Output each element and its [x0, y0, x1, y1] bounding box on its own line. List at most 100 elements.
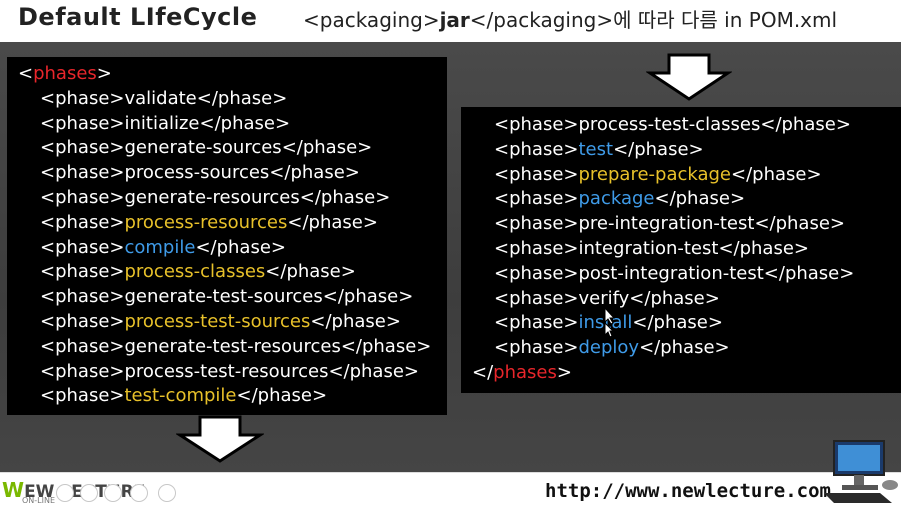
phase-open-tag: <phase>: [40, 236, 125, 258]
down-arrow-icon-bottom: [176, 415, 264, 463]
phase-open-tag: <phase>: [40, 137, 125, 159]
phase-close-tag: </phase>: [763, 262, 855, 284]
phase-open-tag: <phase>: [494, 188, 579, 210]
phases-close-name: phases: [493, 362, 557, 383]
slide-header: Default LIfeCycle <packaging>jar</packag…: [0, 0, 901, 42]
phase-line: <phase>generate-sources</phase>: [40, 136, 372, 161]
phase-open-tag: <phase>: [40, 311, 125, 332]
phases-code-left: <phases><phase>validate</phase><phase>in…: [7, 57, 447, 415]
phase-open-tag: <phase>: [494, 262, 579, 284]
phase-line: <phase>compile</phase>: [40, 236, 286, 261]
phase-open-tag: <phase>: [494, 114, 579, 135]
phase-line: <phase>verify</phase>: [494, 287, 720, 312]
phase-name: process-resources: [124, 211, 288, 233]
phases-close-line: </phases>: [472, 361, 572, 386]
phase-name: package: [578, 188, 655, 210]
mouse-cursor-icon-2: [604, 322, 614, 338]
phase-name: integration-test: [578, 238, 719, 259]
phase-line: <phase>generate-test-resources</phase>: [40, 335, 431, 360]
phase-name: process-test-sources: [124, 311, 311, 332]
down-arrow-icon-top: [646, 53, 732, 101]
menu-control-icon[interactable]: [130, 484, 148, 502]
phase-line: <phase>deploy</phase>: [494, 336, 730, 361]
computer-icon: [824, 440, 898, 503]
phase-close-tag: </phase>: [731, 163, 822, 185]
phase-name: deploy: [578, 337, 640, 359]
phase-open-tag: <phase>: [494, 138, 579, 160]
logo-w: W: [2, 478, 25, 502]
mouse-cursor-icon: [604, 307, 616, 325]
phase-close-tag: </phase>: [632, 312, 723, 334]
phase-name: validate: [124, 87, 197, 109]
phase-close-tag: </phase>: [718, 238, 809, 259]
phase-name: process-test-classes: [578, 114, 761, 135]
phase-name: generate-resources: [124, 187, 300, 208]
phase-name: generate-test-resources: [124, 335, 341, 357]
phase-close-tag: </phase>: [195, 236, 286, 258]
phase-open-tag: <phase>: [40, 87, 125, 109]
phases-close-bracket: </: [472, 362, 494, 383]
phase-name: test: [578, 138, 614, 160]
play-control-icon[interactable]: [56, 484, 74, 502]
phase-close-tag: </phase>: [754, 213, 845, 235]
phase-open-tag: <phase>: [40, 360, 125, 382]
phase-line: <phase>process-test-resources</phase>: [40, 360, 419, 385]
phases-close-bracket-end: >: [556, 362, 572, 383]
phase-open-tag: <phase>: [494, 337, 579, 359]
phase-close-tag: </phase>: [196, 87, 288, 109]
phase-name: process-classes: [124, 261, 266, 283]
phase-open-tag: <phase>: [40, 286, 125, 308]
phase-line: <phase>process-test-classes</phase>: [494, 113, 851, 138]
phase-close-tag: </phase>: [265, 261, 356, 283]
phase-line: <phase>test-compile</phase>: [40, 384, 327, 409]
phase-line: <phase>initialize</phase>: [40, 112, 290, 137]
footer-url[interactable]: http://www.newlecture.com: [545, 480, 831, 502]
phase-close-tag: </phase>: [269, 162, 360, 184]
phase-open-tag: <phase>: [40, 211, 125, 233]
phase-name: process-sources: [124, 162, 270, 184]
phase-open-tag: <phase>: [494, 238, 579, 259]
phase-line: <phase>process-test-sources</phase>: [40, 310, 401, 335]
phase-line: <phase>pre-integration-test</phase>: [494, 212, 845, 237]
phase-name: compile: [124, 236, 196, 258]
phase-line: <phase>test</phase>: [494, 138, 704, 163]
logo-subtext: ON-LINE: [22, 496, 56, 505]
phase-name: generate-sources: [124, 137, 282, 159]
phase-name: pre-integration-test: [578, 213, 755, 235]
subtitle-suffix: </packaging>에 따라 다름 in POM.xml: [469, 8, 838, 32]
phase-close-tag: </phase>: [281, 137, 373, 159]
phase-line: <phase>post-integration-test</phase>: [494, 262, 854, 287]
phase-close-tag: </phase>: [287, 211, 378, 233]
phase-close-tag: </phase>: [328, 360, 419, 382]
phase-close-tag: </phase>: [299, 187, 391, 208]
phase-close-tag: </phase>: [199, 112, 291, 134]
phase-open-tag: <phase>: [494, 163, 579, 185]
phase-open-tag: <phase>: [40, 385, 125, 407]
phase-line: <phase>integration-test</phase>: [494, 237, 809, 262]
back-control-icon[interactable]: [80, 484, 98, 502]
phase-name: verify: [578, 287, 630, 309]
phase-open-tag: <phase>: [40, 261, 125, 283]
phase-close-tag: </phase>: [629, 287, 720, 309]
phase-close-tag: </phase>: [613, 138, 704, 160]
phases-open-line: <phases>: [18, 62, 112, 87]
phase-name: process-test-resources: [124, 360, 329, 382]
phase-open-tag: <phase>: [40, 162, 125, 184]
slide-subtitle: <packaging>jar</packaging>에 따라 다름 in POM…: [303, 4, 837, 33]
subtitle-prefix: <packaging>: [303, 8, 440, 32]
forward-control-icon[interactable]: [104, 484, 122, 502]
phase-close-tag: </phase>: [639, 337, 730, 359]
phase-open-tag: <phase>: [494, 213, 579, 235]
phase-close-tag: </phase>: [654, 188, 746, 210]
more-control-icon[interactable]: [158, 484, 176, 502]
phase-line: <phase>generate-resources</phase>: [40, 186, 390, 211]
phase-line: <phase>process-classes</phase>: [40, 260, 356, 285]
phase-open-tag: <phase>: [494, 287, 579, 309]
subtitle-jar: jar: [439, 8, 470, 32]
phase-close-tag: </phase>: [340, 335, 432, 357]
phases-open-bracket-end: >: [96, 63, 112, 84]
phase-open-tag: <phase>: [494, 312, 579, 334]
slide-title: Default LIfeCycle: [18, 3, 258, 31]
phase-close-tag: </phase>: [236, 385, 328, 407]
phase-name: initialize: [124, 112, 200, 134]
